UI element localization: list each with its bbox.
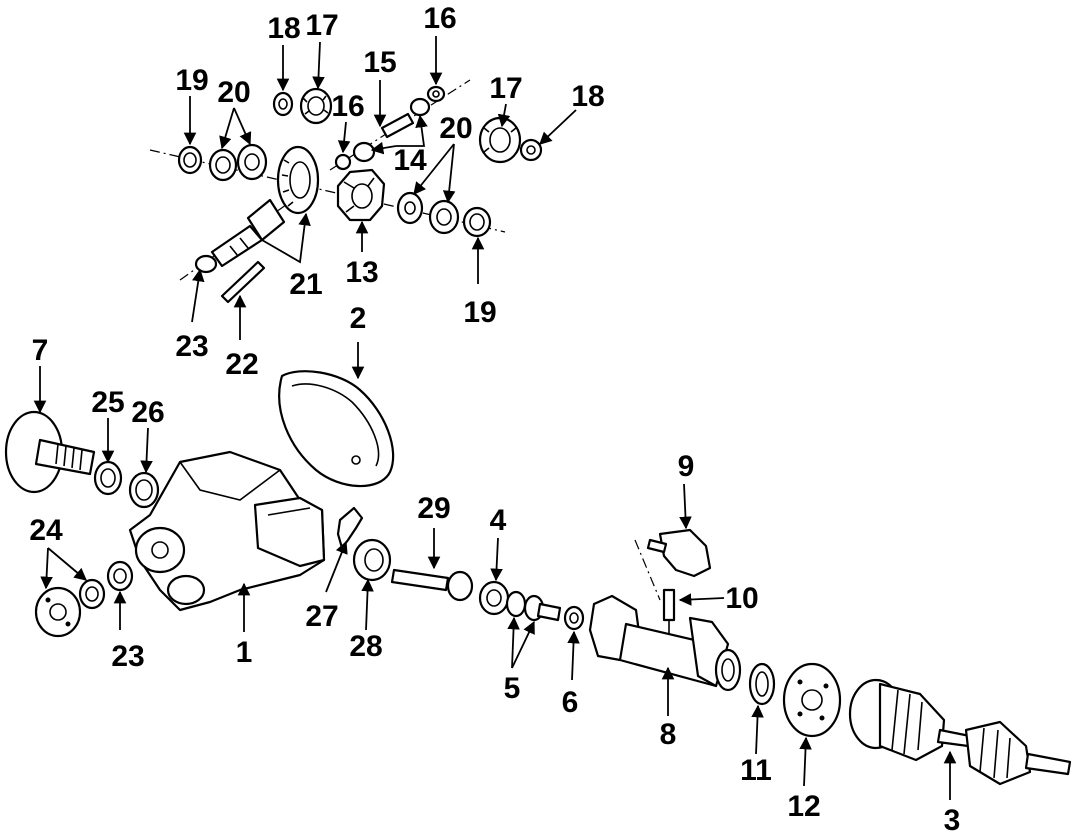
callout-18: 18 [267,12,300,45]
part-16-washer-top [426,85,446,103]
part-17-side-gear-upper-left [299,87,333,125]
callout-12: 12 [787,790,820,823]
callout-28: 28 [349,630,382,663]
part-16-washer-mid [334,153,352,171]
part-23-bearing-lower [106,560,134,592]
callout-21: 21 [289,268,322,301]
part-6-washer [563,605,585,631]
callout-16: 16 [331,90,364,123]
part-21-pinion-gear [210,198,286,268]
part-4-bearing [478,580,510,616]
part-12-flange [782,662,842,738]
callout-6: 6 [562,686,579,719]
callout-17: 17 [489,72,522,105]
callout-2: 2 [350,302,367,335]
part-29-intermediate-shaft [390,568,474,602]
callout-20: 20 [217,76,250,109]
callout-14: 14 [393,144,427,177]
callout-16: 16 [423,2,456,35]
part-15-pinion-shaft [380,112,415,139]
part-2-differential-cover [278,370,395,488]
callout-7: 7 [32,334,49,367]
callout-19: 19 [175,64,208,97]
part-10-sensor [662,588,676,634]
callout-26: 26 [131,396,164,429]
part-24-flange-and-seal [34,578,106,638]
callout-27: 27 [305,600,338,633]
leader-lines [33,36,957,800]
callout-29: 29 [417,492,450,525]
callout-4: 4 [490,504,507,537]
part-19-bearing-cup-right [462,206,492,238]
callout-15: 15 [363,46,396,79]
part-23-seal-upper [194,254,218,274]
callout-1: 1 [236,636,253,669]
callout-18: 18 [571,80,604,113]
part-20-bearings-left [208,143,268,182]
callout-23: 23 [111,640,144,673]
part-14-pinion-gears [352,97,431,163]
part-27-shift-fork [336,506,364,550]
part-13-differential-case [336,168,386,222]
callout-20: 20 [439,112,472,145]
callout-labels: 18 17 16 15 19 20 16 14 17 18 20 13 21 1… [29,2,960,837]
callout-9: 9 [678,450,695,483]
part-11-seal [748,662,776,706]
part-26-seal [128,471,160,509]
part-18-washer-upper-left [272,91,294,117]
callout-13: 13 [345,256,378,289]
callout-22: 22 [225,348,258,381]
part-25-bearing [93,460,123,496]
callout-3: 3 [944,804,961,837]
callout-11: 11 [740,754,772,787]
part-21-ring-gear [276,145,320,215]
callout-17: 17 [305,9,338,42]
callout-5: 5 [504,672,521,705]
callout-23: 23 [175,330,208,363]
part-7-axle-shaft [4,410,96,494]
part-9-actuator [646,528,712,578]
callout-19: 19 [463,296,496,329]
part-22-pin [220,260,266,304]
callout-24: 24 [29,514,63,547]
callout-10: 10 [725,582,758,615]
part-8-axle-tube [588,594,742,692]
part-5-seals [505,590,562,622]
callout-25: 25 [91,386,124,419]
part-28-collar [352,538,392,582]
part-18-washer-upper-right [519,138,543,162]
part-3-cv-halfshaft [848,678,1072,786]
callout-8: 8 [660,718,677,751]
part-17-side-gear-upper-right [478,116,522,164]
part-1-axle-housing [128,450,326,612]
part-19-bearing-cup-left [177,145,203,175]
